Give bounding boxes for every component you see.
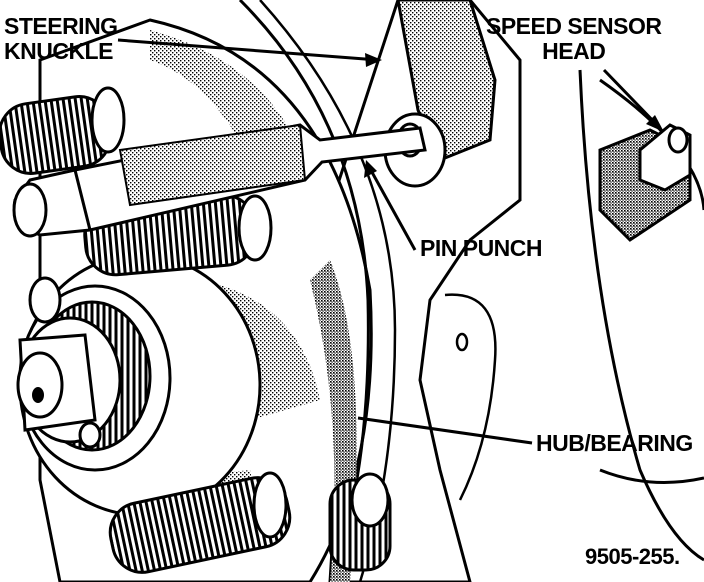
leader-pin-punch [366,164,417,251]
hub-bearing-label: HUB/BEARING [536,430,693,456]
stud-top-left [0,86,126,175]
leader-lines [117,38,664,445]
leader-pin-punch-arrow [364,160,377,178]
speed-sensor-label-line1: SPEED SENSOR [486,13,662,39]
leader-speed-sensor [602,68,662,130]
pin-punch-label: PIN PUNCH [420,235,543,261]
leader-hub-bearing [357,416,533,445]
steering-knuckle-label: STEERING KNUCKLE [4,14,118,64]
stud-bottom-right [328,472,392,572]
steering-knuckle-label-line1: STEERING [4,13,118,39]
figure-number: 9505-255. [585,544,680,569]
leader-speed-sensor-arrow [646,115,664,132]
speed-sensor-label-line2: HEAD [542,38,606,64]
hub-center [16,253,262,517]
leader-steering-knuckle-arrow [365,53,382,67]
speed-sensor-head-label: SPEED SENSOR HEAD [486,14,662,64]
speed-sensor-assembly [578,69,704,562]
steering-knuckle-label-line2: KNUCKLE [4,38,113,64]
leader-steering-knuckle [117,38,379,62]
stud-bottom-left [108,471,292,574]
pin-punch-tool [12,123,427,238]
